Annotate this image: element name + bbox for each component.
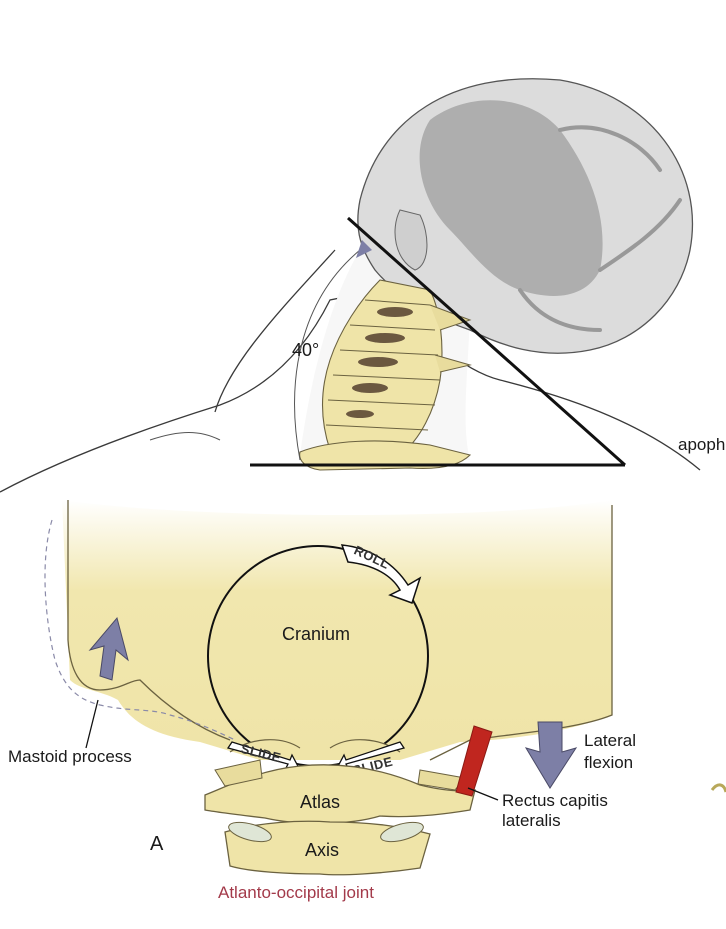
atlas-label: Atlas xyxy=(300,792,340,812)
lateral-flexion-label-line1: Lateral xyxy=(584,731,636,750)
mastoid-label: Mastoid process xyxy=(8,747,132,766)
axis-label: Axis xyxy=(305,840,339,860)
panel-letter: A xyxy=(150,833,164,855)
lateral-flexion-label-line2: flexion xyxy=(584,753,633,772)
lower-figure: Cranium ROLL Mastoid process SLIDE SLIDE… xyxy=(8,500,726,902)
cropped-label-apoph: apoph xyxy=(678,435,725,454)
rectus-label-line2: lateralis xyxy=(502,811,561,830)
upper-figure: 40° apoph xyxy=(0,79,725,492)
rectus-label-line1: Rectus capitis xyxy=(502,791,608,810)
mastoid-leader xyxy=(86,700,98,748)
cranium-label: Cranium xyxy=(282,624,350,644)
shoulder-fold xyxy=(150,433,220,441)
figure-caption: Atlanto-occipital joint xyxy=(218,883,374,902)
angle-label: 40° xyxy=(292,340,319,360)
cropped-edge-shape xyxy=(712,785,726,792)
